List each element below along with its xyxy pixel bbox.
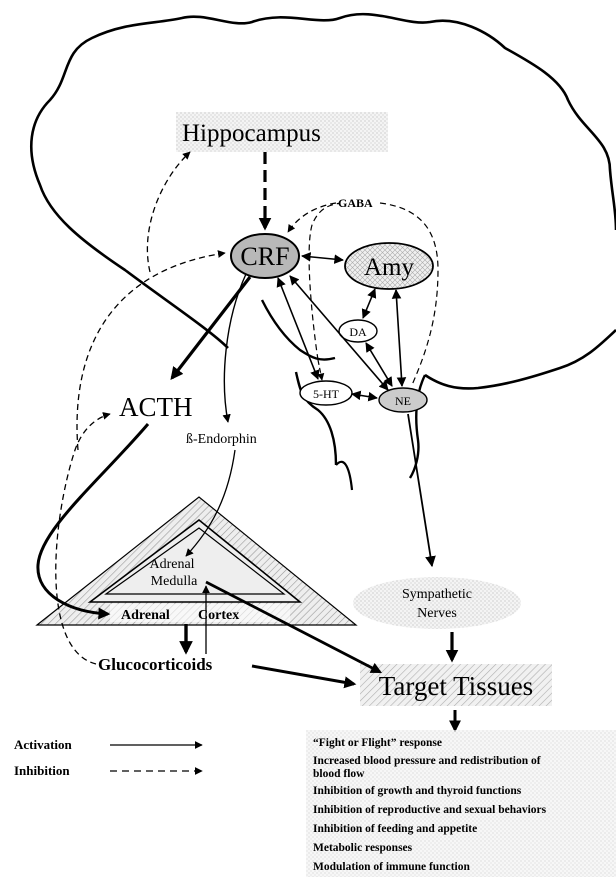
acth-label: ACTH — [119, 392, 193, 422]
crf-label: CRF — [240, 242, 289, 271]
amy-ne-arrow — [396, 290, 402, 386]
response-item: Inhibition of reproductive and sexual be… — [313, 804, 547, 816]
response-item: Increased blood pressure and redistribut… — [313, 755, 541, 767]
adrenal-cortex-left: Adrenal — [121, 608, 170, 623]
ne-sympathetic-arrow — [408, 414, 432, 566]
legend-inhibition-label: Inhibition — [14, 763, 70, 778]
hippocampus-label: Hippocampus — [182, 120, 321, 147]
gaba-crf-arrow — [288, 203, 336, 232]
crf-amy-arrow — [302, 256, 343, 260]
legend-activation-label: Activation — [14, 737, 73, 752]
amy-da-arrow — [363, 289, 375, 318]
response-item: Metabolic responses — [313, 842, 413, 854]
gaba-loop-right — [380, 203, 438, 385]
brain-outline — [31, 14, 616, 348]
amy-label: Amy — [364, 254, 415, 281]
glucocorticoids-label: Glucocorticoids — [98, 655, 213, 674]
crf-5ht-arrow — [278, 278, 318, 379]
gluco-target-arrow — [252, 666, 354, 684]
adrenal-medulla-line2: Medulla — [151, 574, 198, 589]
sympathetic-line2: Nerves — [417, 606, 457, 621]
gluco-hippocampus-feedback — [147, 152, 190, 272]
gaba-loop-left — [309, 203, 340, 360]
da-label: DA — [349, 325, 367, 339]
5ht-label: 5-HT — [313, 387, 340, 401]
adrenal-medulla-line1: Adrenal — [149, 557, 194, 572]
response-item: blood flow — [313, 768, 365, 780]
response-item: Inhibition of feeding and appetite — [313, 823, 477, 835]
response-item: Inhibition of growth and thyroid functio… — [313, 785, 522, 797]
gluco-acth-feedback — [56, 414, 110, 664]
brainstem-inner — [336, 462, 352, 490]
brain-lower-outline — [425, 330, 616, 388]
sympathetic-line1: Sympathetic — [402, 587, 472, 602]
gaba-label: GABA — [338, 196, 373, 210]
endorphin-label: ß-Endorphin — [186, 432, 257, 447]
adrenal-cortex-right: Cortex — [198, 608, 239, 623]
ne-label: NE — [395, 394, 411, 408]
target-tissues-label: Target Tissues — [379, 671, 533, 701]
5ht-ne-arrow — [352, 394, 377, 398]
response-item: Modulation of immune function — [313, 861, 470, 873]
response-item: “Fight or Flight” response — [313, 737, 442, 749]
gaba-5ht-arrow — [318, 360, 322, 380]
sympathetic-bg — [353, 577, 521, 629]
